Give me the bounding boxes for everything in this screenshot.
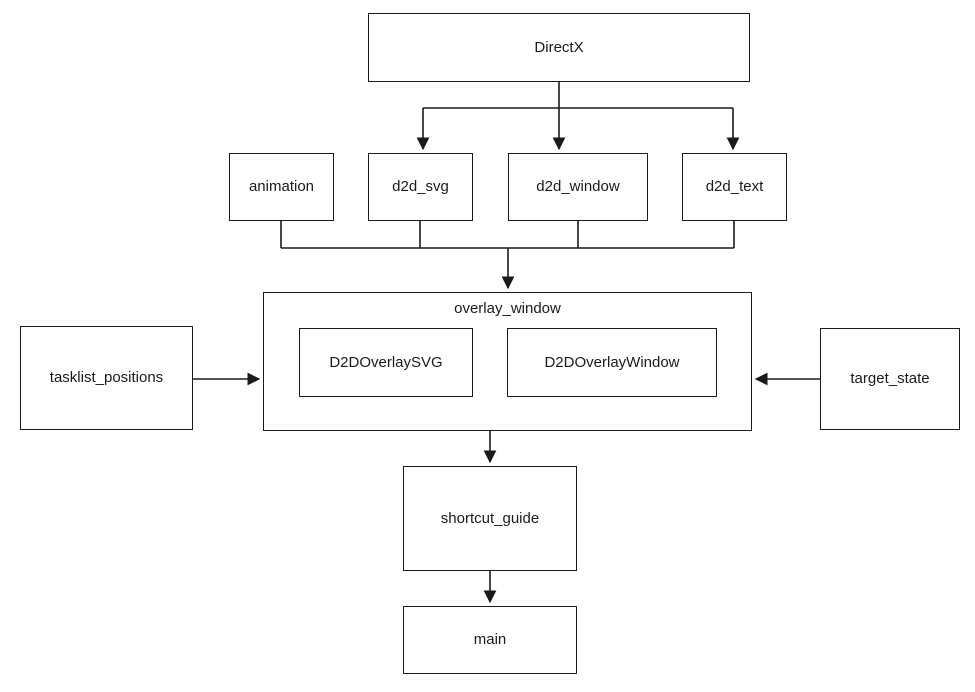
- node-overlay-window-label: overlay_window: [454, 300, 561, 317]
- node-d2d-overlay-svg-label: D2DOverlaySVG: [329, 353, 443, 371]
- node-directx: DirectX: [368, 13, 750, 82]
- node-d2d-window: d2d_window: [508, 153, 648, 221]
- node-d2d-overlay-window-label: D2DOverlayWindow: [544, 353, 680, 371]
- node-animation-label: animation: [248, 178, 315, 195]
- node-d2d-text-label: d2d_text: [705, 178, 764, 195]
- node-target-state: target_state: [820, 328, 960, 430]
- node-main: main: [403, 606, 577, 674]
- node-directx-label: DirectX: [534, 38, 584, 56]
- node-shortcut-guide: shortcut_guide: [403, 466, 577, 571]
- node-d2d-window-label: d2d_window: [536, 178, 620, 195]
- node-d2d-svg-label: d2d_svg: [392, 178, 449, 195]
- node-tasklist-positions: tasklist_positions: [20, 326, 193, 430]
- node-tasklist-positions-label: tasklist_positions: [49, 369, 164, 386]
- node-shortcut-guide-label: shortcut_guide: [440, 509, 540, 527]
- node-target-state-label: target_state: [850, 370, 930, 387]
- node-d2d-overlay-window: D2DOverlayWindow: [507, 328, 717, 397]
- node-animation: animation: [229, 153, 334, 221]
- node-d2d-svg: d2d_svg: [368, 153, 473, 221]
- node-main-label: main: [473, 631, 507, 648]
- node-d2d-text: d2d_text: [682, 153, 787, 221]
- node-d2d-overlay-svg: D2DOverlaySVG: [299, 328, 473, 397]
